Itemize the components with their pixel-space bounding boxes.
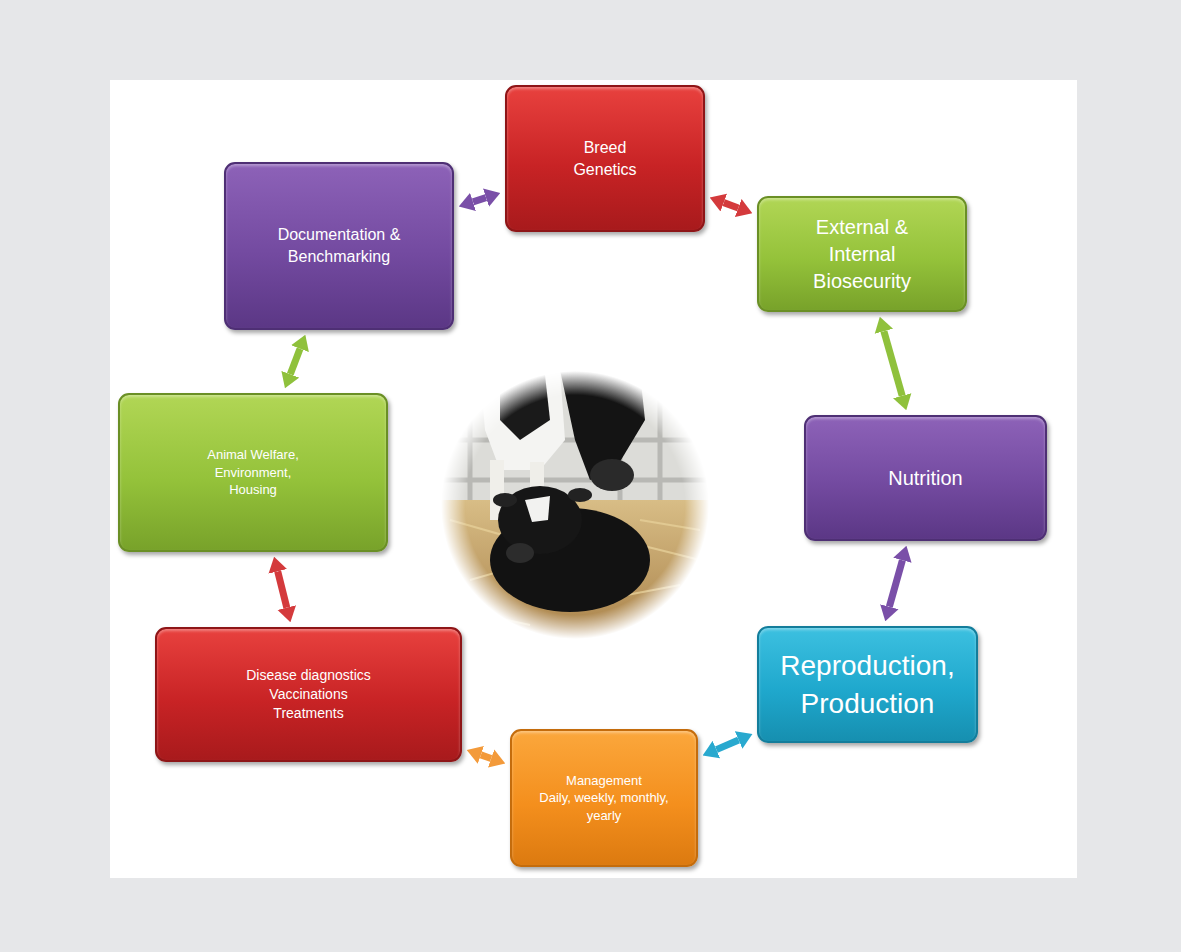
- process-box: ManagementDaily, weekly, monthly, yearly: [510, 729, 698, 867]
- process-box: Documentation & Benchmarking: [224, 162, 454, 330]
- box-text: Environment,: [215, 464, 292, 482]
- double-arrow: [724, 203, 739, 208]
- double-arrow: [290, 349, 300, 375]
- process-box: BreedGenetics: [505, 85, 705, 232]
- process-box: Disease diagnosticsVaccinationsTreatment…: [155, 627, 462, 762]
- box-text: Treatments: [273, 704, 343, 723]
- double-arrow: [473, 198, 486, 202]
- box-text: Nutrition: [888, 465, 962, 492]
- double-arrow: [884, 331, 902, 396]
- box-text: Animal Welfare,: [207, 446, 299, 464]
- process-box: Animal Welfare,Environment,Housing: [118, 393, 388, 552]
- box-text: Disease diagnostics: [246, 666, 371, 685]
- cow-calf-photo: [440, 370, 710, 640]
- double-arrow: [716, 740, 738, 750]
- process-box: Reproduction, Production: [757, 626, 978, 743]
- box-text: Management: [566, 772, 642, 790]
- double-arrow: [481, 755, 491, 759]
- process-box: External & Internal Biosecurity: [757, 196, 967, 312]
- box-text: Genetics: [573, 159, 636, 181]
- process-box: Nutrition: [804, 415, 1047, 541]
- box-text: Breed: [584, 137, 627, 159]
- white-panel: [110, 80, 1077, 878]
- box-text: Housing: [229, 481, 277, 499]
- box-text: Reproduction, Production: [771, 647, 964, 723]
- box-text: Daily, weekly, monthly, yearly: [527, 789, 682, 824]
- box-text: External & Internal Biosecurity: [797, 214, 927, 295]
- double-arrow: [278, 571, 287, 607]
- double-arrow: [889, 560, 902, 606]
- box-text: Documentation & Benchmarking: [264, 224, 414, 267]
- box-text: Vaccinations: [269, 685, 347, 704]
